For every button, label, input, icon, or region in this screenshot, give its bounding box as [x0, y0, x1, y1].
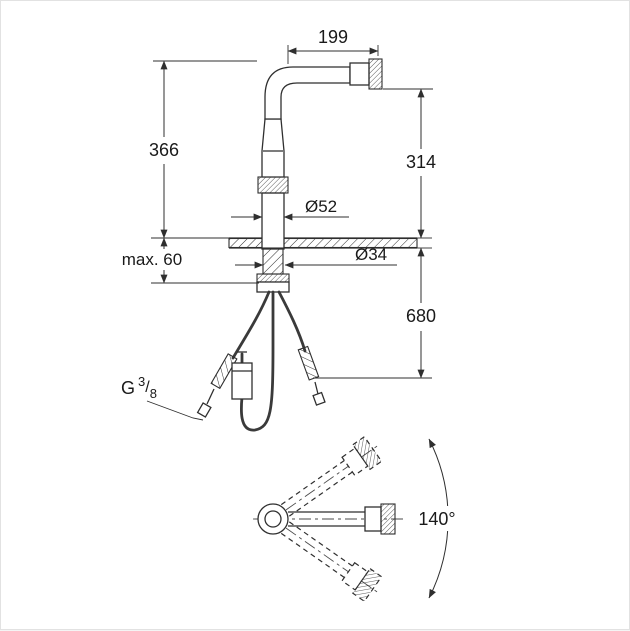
countertop-hatch: [228, 237, 418, 249]
dimension-outlet-height: 314: [383, 88, 436, 239]
dimension-shank-diameter: Ø34: [235, 245, 397, 269]
countertop: [228, 237, 418, 249]
mounting-nut-knurl: [256, 273, 290, 283]
swivel-position-center: [288, 503, 396, 535]
hose-braid-left: [210, 353, 238, 390]
top-view-head-cap: [380, 503, 396, 535]
dimension-680-label: 680: [406, 306, 436, 326]
faucet-upper-body: [261, 118, 285, 178]
hose-weight: [231, 362, 253, 400]
base-outer-circle: [257, 503, 289, 535]
swivel-angle: 140°: [410, 438, 465, 599]
faucet-top-view: 140°: [253, 435, 465, 603]
faucet-side-view: [196, 58, 418, 432]
dimension-366-label: 366: [149, 140, 179, 160]
dimension-spout-reach: 199: [287, 27, 379, 64]
dimension-199-label: 199: [318, 27, 348, 47]
dimension-max60-label: max. 60: [122, 250, 182, 269]
dimension-body-diameter: Ø52: [231, 197, 349, 221]
swivel-position-down: [280, 521, 383, 603]
supply-hose-left: [196, 290, 271, 418]
spray-head-body: [349, 62, 370, 86]
hose-braid-right: [297, 345, 320, 381]
pullout-hose: [231, 290, 275, 432]
supply-hose-right: [277, 290, 326, 406]
hose-end-left: [196, 402, 212, 418]
threaded-shank: [262, 247, 284, 275]
dimension-314-label: 314: [406, 152, 436, 172]
thread-leader-line: [146, 400, 204, 421]
dimension-d34-label: Ø34: [355, 245, 387, 264]
swivel-angle-label: 140°: [418, 509, 455, 529]
base-inner-circle: [264, 510, 282, 528]
dimension-below-counter: 680: [313, 247, 436, 379]
mounting-nut: [256, 281, 290, 293]
under-counter-assembly: [196, 247, 326, 432]
control-ring: [257, 176, 289, 194]
hose-end-right: [312, 391, 326, 406]
faucet-body: [257, 58, 383, 250]
spray-head-cap: [368, 58, 383, 90]
dimensions: 199 366 314 Ø52: [121, 27, 436, 421]
dimension-total-height: 366: [149, 60, 257, 239]
top-view-head-body: [364, 506, 382, 532]
dimension-d52-label: Ø52: [305, 197, 337, 216]
swivel-position-up: [280, 435, 383, 517]
dimension-counter-thickness: max. 60: [122, 237, 259, 284]
faucet-lower-body: [261, 192, 285, 250]
spout-arm: [264, 66, 351, 120]
